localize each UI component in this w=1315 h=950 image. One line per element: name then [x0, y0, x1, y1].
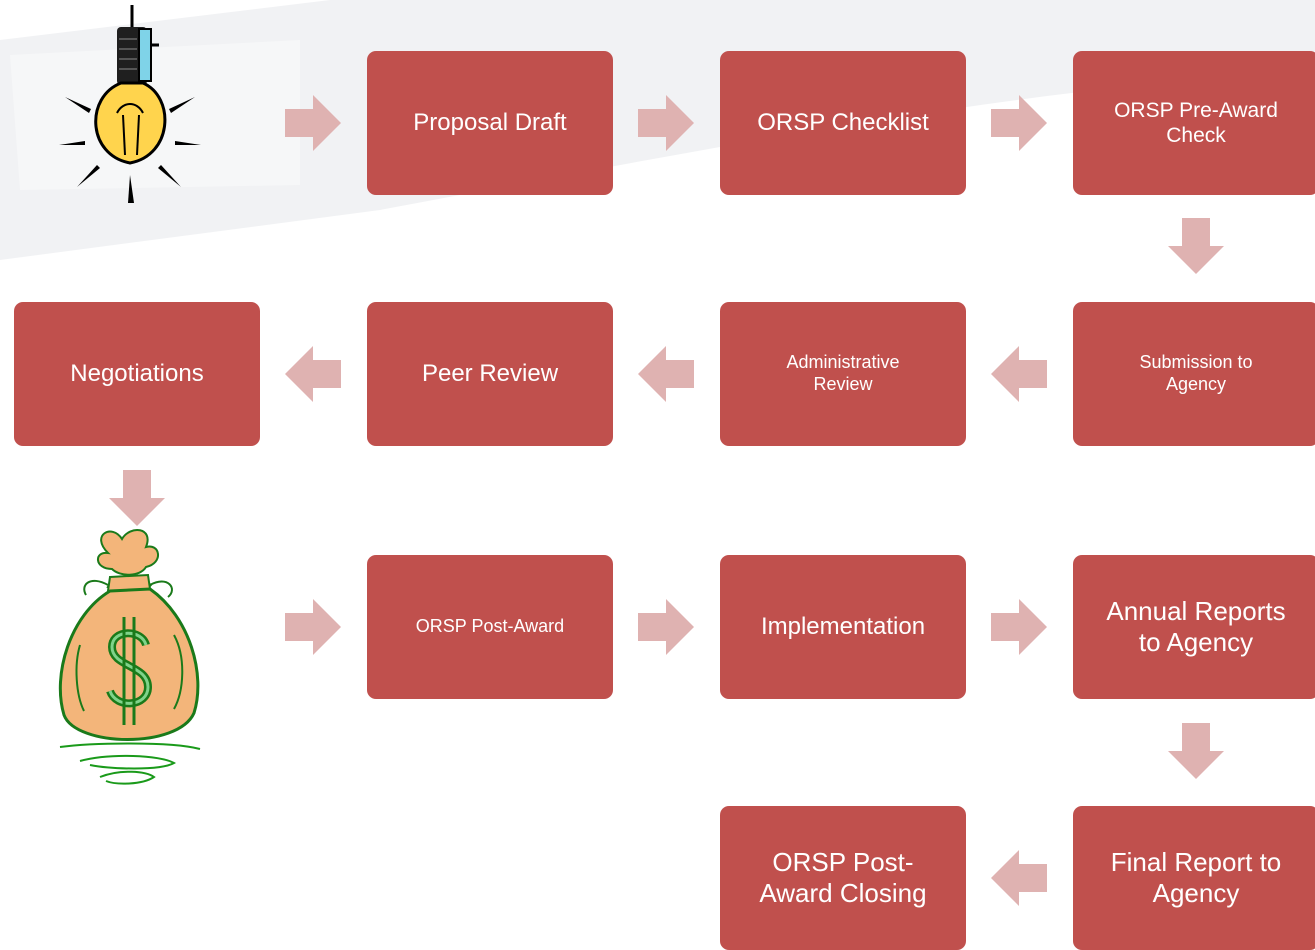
step-annual-reports: Annual Reports to Agency — [1073, 555, 1315, 699]
step-orsp-post-award-closing: ORSP Post- Award Closing — [720, 806, 966, 950]
arrow-left-icon — [991, 346, 1047, 402]
money-bag-icon — [50, 525, 205, 790]
step-implementation: Implementation — [720, 555, 966, 699]
light-bulb-icon — [55, 5, 205, 205]
arrow-right-icon — [285, 95, 341, 151]
arrow-right-icon — [638, 599, 694, 655]
arrow-down-icon — [109, 470, 165, 526]
step-orsp-checklist: ORSP Checklist — [720, 51, 966, 195]
arrow-left-icon — [638, 346, 694, 402]
arrow-down-icon — [1168, 723, 1224, 779]
arrow-down-icon — [1168, 218, 1224, 274]
step-orsp-pre-award-check: ORSP Pre-Award Check — [1073, 51, 1315, 195]
step-administrative-review: Administrative Review — [720, 302, 966, 446]
arrow-right-icon — [991, 599, 1047, 655]
step-proposal-draft: Proposal Draft — [367, 51, 613, 195]
step-negotiations: Negotiations — [14, 302, 260, 446]
step-final-report: Final Report to Agency — [1073, 806, 1315, 950]
arrow-left-icon — [991, 850, 1047, 906]
arrow-right-icon — [285, 599, 341, 655]
step-orsp-post-award: ORSP Post-Award — [367, 555, 613, 699]
arrow-right-icon — [991, 95, 1047, 151]
step-peer-review: Peer Review — [367, 302, 613, 446]
arrow-right-icon — [638, 95, 694, 151]
arrow-left-icon — [285, 346, 341, 402]
step-submission-to-agency: Submission to Agency — [1073, 302, 1315, 446]
